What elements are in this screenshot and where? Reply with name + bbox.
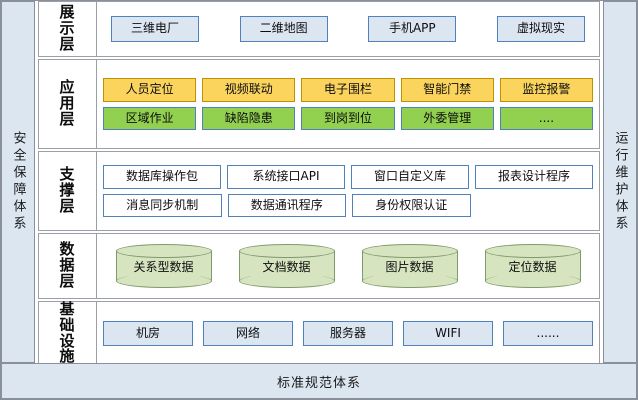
node-window-custom-library[interactable]: 窗口自定义库 xyxy=(351,164,469,189)
node-application-more[interactable]: .... xyxy=(499,106,594,131)
cylinder-top-ellipse xyxy=(115,244,212,258)
support-row-2: 消息同步机制 数据通讯程序 身份权限认证 xyxy=(103,193,594,218)
left-rail-label: 安全保障体系 xyxy=(10,131,26,233)
node-mobile-app[interactable]: 手机APP xyxy=(368,16,457,42)
layer-body-infrastructure: 机房 网络 服务器 WIFI ...... xyxy=(97,302,599,365)
layer-display: 展示层 三维电厂 二维地图 手机APP 虚拟现实 xyxy=(38,1,600,57)
node-video-linkage[interactable]: 视频联动 xyxy=(202,77,296,102)
node-defect-hazard[interactable]: 缺陷隐患 xyxy=(202,106,296,131)
node-system-interface-api[interactable]: 系统接口API xyxy=(227,164,345,189)
node-report-design-program[interactable]: 报表设计程序 xyxy=(475,164,593,189)
node-smart-access-control[interactable]: 智能门禁 xyxy=(400,77,494,102)
layer-infrastructure: 基础设施 机房 网络 服务器 WIFI ...... xyxy=(38,301,600,366)
node-2d-map[interactable]: 二维地图 xyxy=(239,16,328,42)
bottom-bar-standard-specification: 标准规范体系 xyxy=(1,363,637,399)
layer-body-support: 数据库操作包 系统接口API 窗口自定义库 报表设计程序 消息同步机制 数据通讯… xyxy=(97,152,599,230)
data-cylinder-row: 关系型数据 文档数据 图片数据 xyxy=(103,242,593,290)
cylinder-document-data[interactable]: 文档数据 xyxy=(238,244,335,288)
layer-label-application: 应用层 xyxy=(39,60,97,148)
cylinder-bottom-ellipse xyxy=(115,274,212,288)
node-virtual-reality[interactable]: 虚拟现实 xyxy=(496,16,585,42)
cylinder-label-document-data: 文档数据 xyxy=(262,259,311,274)
layer-support: 支撑层 数据库操作包 系统接口API 窗口自定义库 报表设计程序 消息同步机制 … xyxy=(38,151,600,231)
node-personnel-positioning[interactable]: 人员定位 xyxy=(103,77,197,102)
layer-data: 数据层 关系型数据 文档数据 xyxy=(38,233,600,299)
cylinder-top-ellipse xyxy=(361,244,458,258)
layer-body-application: 人员定位 视频联动 电子围栏 智能门禁 监控报警 区域作业 缺陷隐患 到岗到位 … xyxy=(97,60,599,148)
cylinder-top-ellipse xyxy=(484,244,581,258)
layer-stack: 展示层 三维电厂 二维地图 手机APP 虚拟现实 应用层 xyxy=(35,1,603,366)
layer-label-data-text: 数据层 xyxy=(59,240,76,290)
cylinder-image-data[interactable]: 图片数据 xyxy=(361,244,458,288)
node-electronic-fence[interactable]: 电子围栏 xyxy=(301,77,395,102)
application-row-orange: 人员定位 视频联动 电子围栏 智能门禁 监控报警 xyxy=(103,77,594,102)
node-machine-room[interactable]: 机房 xyxy=(103,320,193,347)
layer-application: 应用层 人员定位 视频联动 电子围栏 智能门禁 监控报警 区域作业 缺陷隐患 到… xyxy=(38,59,600,149)
node-message-sync-mechanism[interactable]: 消息同步机制 xyxy=(103,193,222,218)
cylinder-bottom-ellipse xyxy=(484,274,581,288)
node-network[interactable]: 网络 xyxy=(203,320,293,347)
node-database-operation-package[interactable]: 数据库操作包 xyxy=(103,164,221,189)
layer-label-support-text: 支撑层 xyxy=(59,165,76,215)
layer-label-data: 数据层 xyxy=(39,234,97,298)
bottom-bar-label: 标准规范体系 xyxy=(276,375,361,391)
cylinder-label-relational-data: 关系型数据 xyxy=(133,259,194,274)
node-server[interactable]: 服务器 xyxy=(303,320,393,347)
layer-label-display-text: 展示层 xyxy=(59,3,76,53)
cylinder-bottom-ellipse xyxy=(361,274,458,288)
left-rail-security-guarantee: 安全保障体系 xyxy=(1,1,35,363)
cylinder-positioning-data[interactable]: 定位数据 xyxy=(484,244,581,288)
infrastructure-row: 机房 网络 服务器 WIFI ...... xyxy=(103,320,593,347)
right-rail-operation-maintenance: 运行维护体系 xyxy=(603,1,637,363)
display-row: 三维电厂 二维地图 手机APP 虚拟现实 xyxy=(103,16,593,42)
cylinder-label-image-data: 图片数据 xyxy=(385,259,434,274)
cylinder-relational-data[interactable]: 关系型数据 xyxy=(115,244,212,288)
layer-label-support: 支撑层 xyxy=(39,152,97,230)
node-3d-power-plant[interactable]: 三维电厂 xyxy=(111,16,199,42)
node-area-operation[interactable]: 区域作业 xyxy=(103,106,197,131)
layer-label-display: 展示层 xyxy=(39,2,97,56)
cylinder-top-ellipse xyxy=(238,244,335,258)
right-rail-label: 运行维护体系 xyxy=(612,131,628,233)
node-outsourcing-management[interactable]: 外委管理 xyxy=(400,106,494,131)
node-data-communication-program[interactable]: 数据通讯程序 xyxy=(227,193,346,218)
support-row-2-spacer xyxy=(477,201,594,209)
diagram-upper-area: 安全保障体系 展示层 三维电厂 二维地图 手机APP 虚拟现实 xyxy=(1,1,637,366)
node-infrastructure-more[interactable]: ...... xyxy=(503,320,593,347)
node-on-post-in-place[interactable]: 到岗到位 xyxy=(301,106,395,131)
layer-body-data: 关系型数据 文档数据 图片数据 xyxy=(97,234,599,298)
layer-label-application-text: 应用层 xyxy=(59,78,76,128)
node-wifi[interactable]: WIFI xyxy=(403,320,493,347)
cylinder-label-positioning-data: 定位数据 xyxy=(508,259,557,274)
layer-body-display: 三维电厂 二维地图 手机APP 虚拟现实 xyxy=(97,2,599,56)
node-monitoring-alarm[interactable]: 监控报警 xyxy=(499,77,594,102)
cylinder-bottom-ellipse xyxy=(238,274,335,288)
node-identity-permission-auth[interactable]: 身份权限认证 xyxy=(352,193,471,218)
support-row-1: 数据库操作包 系统接口API 窗口自定义库 报表设计程序 xyxy=(103,164,593,189)
application-row-green: 区域作业 缺陷隐患 到岗到位 外委管理 .... xyxy=(103,106,594,131)
layer-label-infrastructure-text: 基础设施 xyxy=(59,300,76,366)
layer-label-infrastructure: 基础设施 xyxy=(39,300,97,366)
